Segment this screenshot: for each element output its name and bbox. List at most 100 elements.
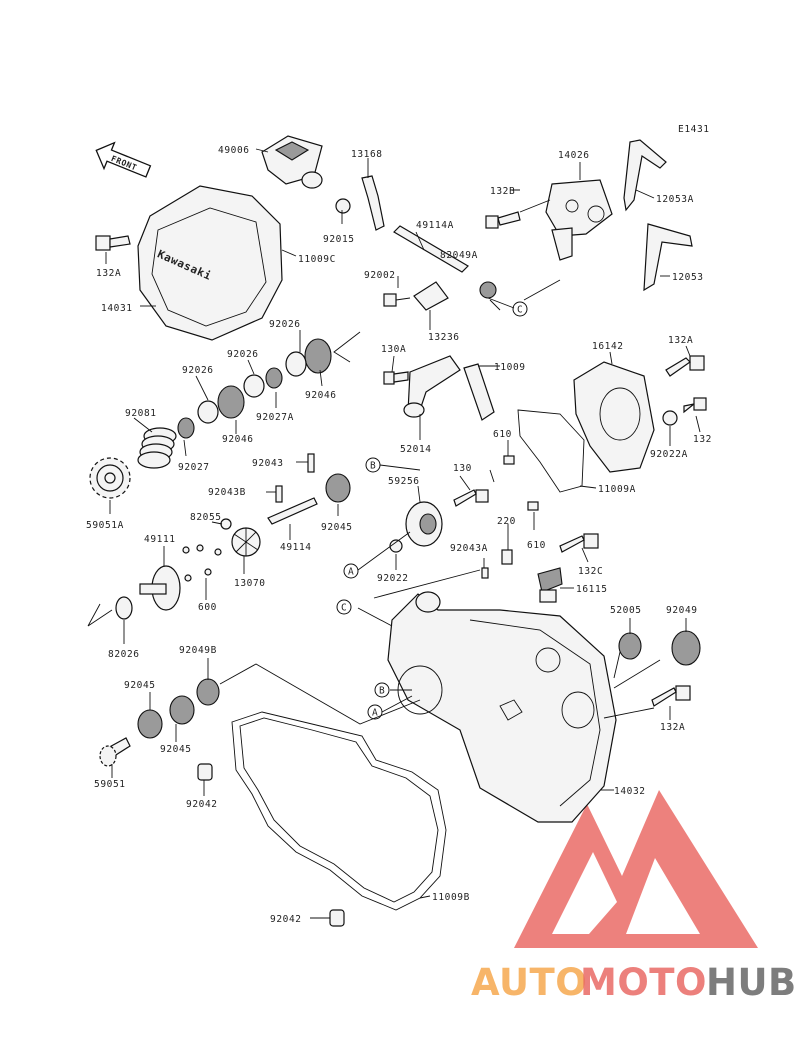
- label-13168: 13168: [351, 149, 383, 160]
- breather-part: [261, 135, 323, 189]
- label-92049: 92049: [666, 605, 698, 616]
- bolt-132A-low-part: [651, 685, 691, 707]
- label-92043: 92043: [252, 458, 284, 469]
- lever-13236-part: [413, 281, 449, 311]
- label-11009: 11009: [494, 362, 526, 373]
- callout-c-2: C: [336, 599, 352, 615]
- nut-92015-part: [335, 198, 351, 214]
- bearing-92045-low-part: [137, 709, 163, 739]
- bolt-92002-part: [383, 293, 411, 307]
- label-610-b: 610: [527, 540, 546, 551]
- pin-92043A-part: [481, 567, 489, 579]
- watermark-hub: HUB: [706, 961, 797, 1004]
- plug-16115-part: [537, 567, 563, 603]
- label-82026: 82026: [108, 649, 140, 660]
- label-13070: 13070: [234, 578, 266, 589]
- dowel-610-a-part: [503, 455, 515, 465]
- label-600: 600: [198, 602, 217, 613]
- shaft-49114-part: [267, 497, 318, 525]
- clip-82055-part: [220, 518, 232, 530]
- bolt-132A-mid-part: [665, 355, 705, 377]
- label-92045-a: 92045: [321, 522, 353, 533]
- label-11009B: 11009B: [432, 892, 470, 903]
- label-220: 220: [497, 516, 516, 527]
- seal-92049B-part: [196, 678, 220, 706]
- label-132A-top: 132A: [96, 268, 121, 279]
- front-arrow-icon: FRONT: [95, 141, 152, 178]
- dowel-92042-a-part: [197, 763, 213, 781]
- label-14032: 14032: [614, 786, 646, 797]
- label-132A-low: 132A: [660, 722, 685, 733]
- seal-82049A-part: [479, 281, 497, 299]
- label-59051A: 59051A: [86, 520, 124, 531]
- label-12053: 12053: [672, 272, 704, 283]
- label-52014: 52014: [400, 444, 432, 455]
- watermark-text: AUTO MOTO HUB: [471, 961, 797, 1004]
- label-132C: 132C: [578, 566, 603, 577]
- bolt-132B-part: [485, 211, 521, 229]
- label-92045-c: 92045: [160, 744, 192, 755]
- watermark-auto: AUTO: [471, 961, 587, 1004]
- label-16115: 16115: [576, 584, 608, 595]
- spring-92081-part: [137, 427, 177, 469]
- diagram-ref-code: E1431: [678, 124, 710, 135]
- label-92081: 92081: [125, 408, 157, 419]
- label-92015: 92015: [323, 234, 355, 245]
- svg-text:A: A: [348, 567, 354, 578]
- dowel-610-b-part: [527, 501, 539, 511]
- label-92022A: 92022A: [650, 449, 688, 460]
- label-52005: 52005: [610, 605, 642, 616]
- pipe-52014-part: [403, 355, 461, 418]
- crankcase-cover-14032-part: [387, 591, 617, 823]
- label-14026: 14026: [558, 150, 590, 161]
- bracket-12053A-part: [623, 139, 667, 212]
- label-59256: 59256: [388, 476, 420, 487]
- washer-92022-part: [389, 539, 403, 553]
- watermark-moto: MOTO: [580, 961, 707, 1004]
- label-92042-a: 92042: [186, 799, 218, 810]
- bracket-12053-part: [643, 223, 693, 292]
- label-59051: 59051: [94, 779, 126, 790]
- label-132: 132: [693, 434, 712, 445]
- dowel-92042-b-part: [329, 909, 345, 927]
- label-49006: 49006: [218, 145, 250, 156]
- callout-b-2: B: [374, 682, 390, 698]
- part-number-labels: 49006 13168 14026 12053A 132B 12053 132A…: [86, 145, 712, 925]
- label-92026-a: 92026: [269, 319, 301, 330]
- gasket-11009-part: [463, 363, 495, 421]
- label-92043B: 92043B: [208, 487, 246, 498]
- bolt-132A-top-part: [95, 235, 131, 251]
- seal-92049-part: [671, 630, 701, 666]
- label-92046-a: 92046: [305, 390, 337, 401]
- pump-cover-16142-part: [573, 361, 655, 473]
- bolt-130A-part: [383, 371, 409, 385]
- shaft-49111-part: [139, 565, 181, 611]
- housing-14026-part: [545, 179, 613, 261]
- label-92027A: 92027A: [256, 412, 294, 423]
- impeller-59256-part: [405, 501, 443, 547]
- washer-82026-part: [115, 596, 133, 620]
- bearing-92045-mid-part: [169, 695, 195, 725]
- gasket-11009A-part: [517, 409, 585, 493]
- callout-b: B: [365, 457, 381, 473]
- leader-lines: [105, 148, 701, 919]
- label-82049A: 82049A: [440, 250, 478, 261]
- svg-text:A: A: [372, 708, 378, 719]
- label-13236: 13236: [428, 332, 460, 343]
- pin-92043-part: [307, 453, 315, 473]
- label-49111: 49111: [144, 534, 176, 545]
- lever-13168-part: [361, 175, 385, 231]
- label-92043A: 92043A: [450, 543, 488, 554]
- washer-92022A-part: [662, 410, 678, 426]
- svg-text:C: C: [341, 603, 347, 614]
- label-92045-b: 92045: [124, 680, 156, 691]
- bolt-130-part: [453, 489, 489, 507]
- label-16142: 16142: [592, 341, 624, 352]
- bearing-52005-part: [618, 632, 642, 660]
- svg-text:C: C: [517, 305, 523, 316]
- label-49114: 49114: [280, 542, 312, 553]
- pin-92043B-part: [275, 485, 283, 503]
- part-220: [501, 549, 513, 565]
- gasket-11009B-part: [231, 711, 447, 911]
- label-82055: 82055: [190, 512, 222, 523]
